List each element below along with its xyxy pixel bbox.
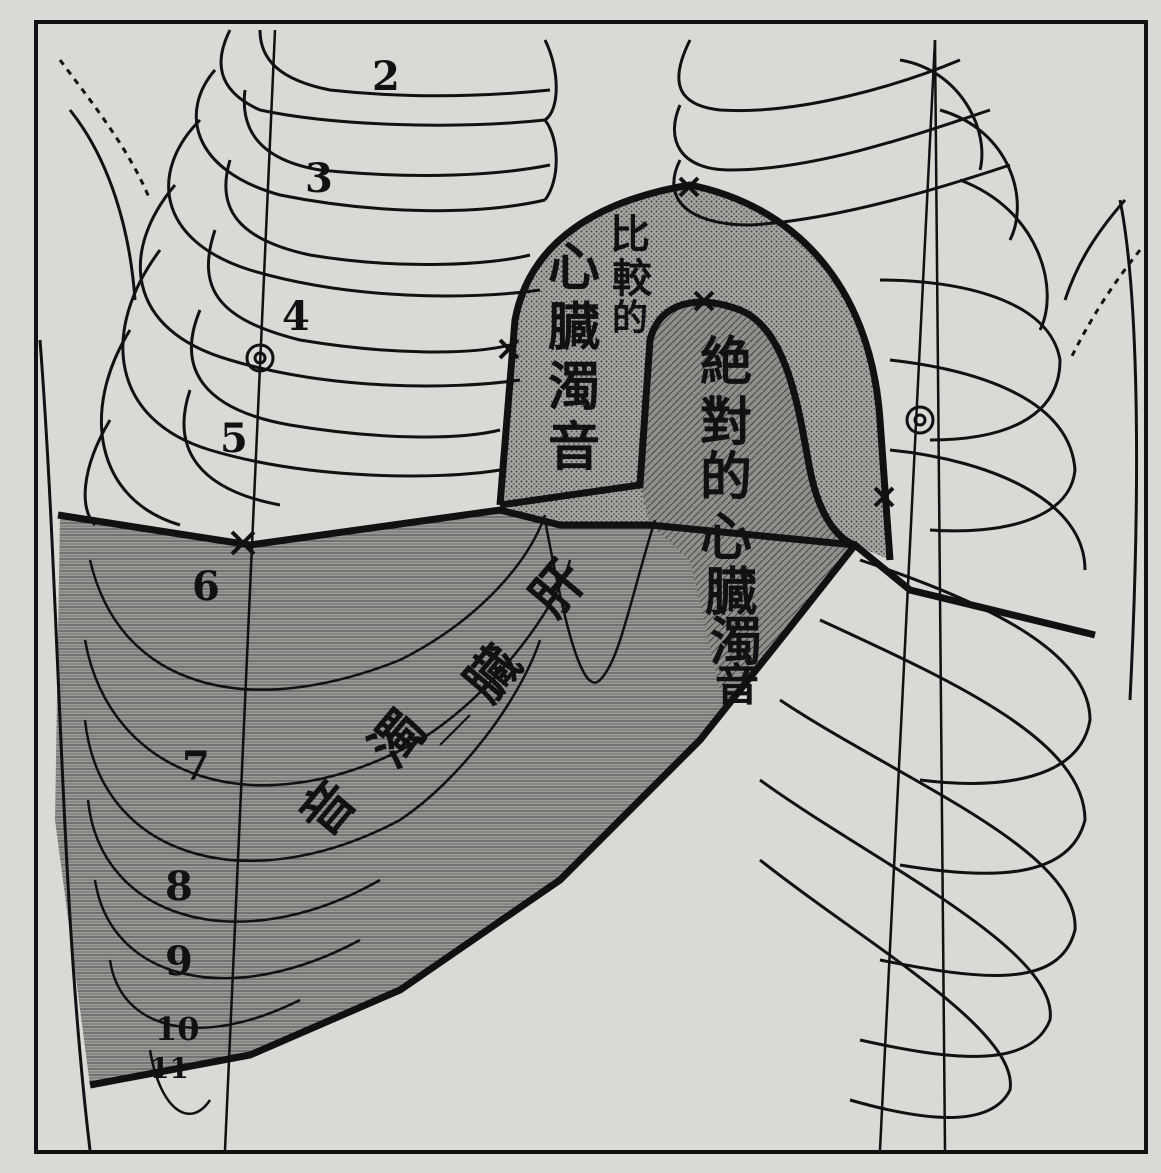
absolute-label-char: 絶 [700, 332, 752, 393]
absolute-label-char: 心 [700, 507, 752, 568]
rib-label-7: 7 [182, 743, 210, 790]
rib-label-9: 9 [165, 938, 193, 985]
absolute-label-char: 對 [700, 392, 752, 453]
relative-label-char: 臓 [548, 297, 600, 358]
rib-label-8: 8 [165, 863, 193, 910]
rib-label-5: 5 [220, 415, 248, 462]
relative-label-char: 濁 [548, 357, 600, 418]
rib-label-3: 3 [305, 155, 333, 202]
relative-label-char: 心 [548, 237, 600, 298]
absolute-label-char: 的 [700, 447, 752, 508]
absolute-label-char: 音 [715, 660, 759, 711]
relative-label-char: 音 [548, 417, 600, 478]
relative-label-char: 較 [612, 255, 653, 302]
relative-label-char: 比 [610, 211, 650, 258]
relative-label-char: 的 [612, 297, 648, 339]
rib-label-6: 6 [192, 563, 220, 610]
rib-label-4: 4 [282, 293, 310, 340]
rib-label-11: 11 [150, 1052, 189, 1085]
rib-label-10: 10 [155, 1010, 200, 1048]
rib-label-2: 2 [372, 53, 400, 100]
